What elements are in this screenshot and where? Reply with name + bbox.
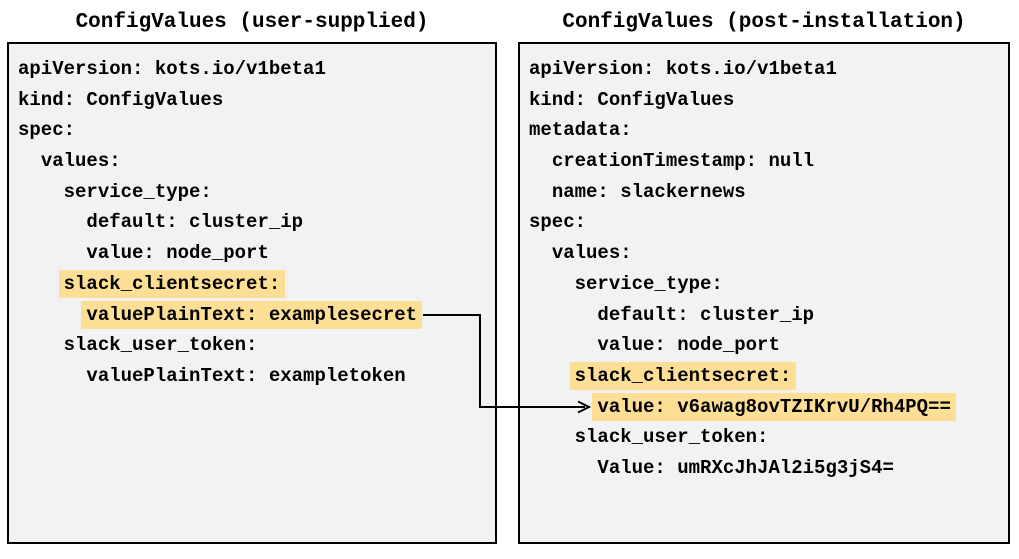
code-line: name: slackernews bbox=[529, 177, 1008, 208]
code-text: values: bbox=[551, 242, 632, 265]
code-line: value: node_port bbox=[18, 238, 495, 269]
code-text: slack_user_token: bbox=[574, 426, 769, 449]
code-text: valuePlainText: exampletoken bbox=[86, 364, 406, 387]
code-line: kind: ConfigValues bbox=[529, 85, 1008, 116]
highlighted-code: slack_clientsecret: bbox=[569, 361, 797, 390]
code-text: spec: bbox=[529, 211, 587, 234]
code-line: apiVersion: kots.io/v1beta1 bbox=[529, 54, 1008, 85]
code-line: creationTimestamp: null bbox=[529, 146, 1008, 177]
code-text: slack_user_token: bbox=[63, 334, 258, 357]
code-text: default: cluster_ip bbox=[597, 303, 815, 326]
highlighted-code: value: v6awag8ovTZIKrvU/Rh4PQ== bbox=[592, 392, 956, 421]
code-line: slack_user_token: bbox=[529, 422, 1008, 453]
user-supplied-config-panel: apiVersion: kots.io/v1beta1 kind: ConfigV… bbox=[7, 42, 497, 544]
code-line: values: bbox=[18, 146, 495, 177]
post-installation-config-panel: apiVersion: kots.io/v1beta1 kind: ConfigV… bbox=[518, 42, 1010, 544]
code-text: default: cluster_ip bbox=[86, 211, 304, 234]
code-line: default: cluster_ip bbox=[18, 207, 495, 238]
code-line: kind: ConfigValues bbox=[18, 85, 495, 116]
code-line: apiVersion: kots.io/v1beta1 bbox=[18, 54, 495, 85]
code-line: value: node_port bbox=[529, 330, 1008, 361]
code-text: kind: ConfigValues bbox=[18, 88, 224, 111]
highlighted-code: valuePlainText: examplesecret bbox=[81, 300, 423, 329]
code-text: apiVersion: kots.io/v1beta1 bbox=[18, 58, 326, 80]
code-text: Value: umRXcJhJAl2i5g3jS4= bbox=[597, 456, 894, 479]
code-line: valuePlainText: exampletoken bbox=[18, 361, 495, 392]
right-panel-title: ConfigValues (post-installation) bbox=[562, 11, 966, 34]
code-line: spec: bbox=[529, 207, 1008, 238]
code-text: spec: bbox=[18, 119, 76, 142]
code-line: slack_clientsecret: bbox=[529, 361, 1008, 392]
code-line: default: cluster_ip bbox=[529, 300, 1008, 331]
code-text: service_type: bbox=[63, 180, 212, 203]
code-line: Value: umRXcJhJAl2i5g3jS4= bbox=[529, 453, 1008, 484]
code-line: service_type: bbox=[529, 269, 1008, 300]
code-text: service_type: bbox=[574, 272, 723, 295]
code-text: name: slackernews bbox=[551, 180, 746, 203]
highlighted-code: slack_clientsecret: bbox=[58, 269, 286, 298]
code-line: slack_user_token: bbox=[18, 330, 495, 361]
code-text: value: node_port bbox=[86, 242, 269, 265]
code-line: slack_clientsecret: bbox=[18, 269, 495, 300]
code-line: values: bbox=[529, 238, 1008, 269]
left-panel-title: ConfigValues (user-supplied) bbox=[75, 11, 429, 34]
code-text: creationTimestamp: null bbox=[551, 150, 815, 173]
code-line: valuePlainText: examplesecret bbox=[18, 300, 495, 331]
code-line: spec: bbox=[18, 115, 495, 146]
code-text: metadata: bbox=[529, 119, 632, 142]
code-text: kind: ConfigValues bbox=[529, 88, 735, 111]
code-text: values: bbox=[40, 150, 121, 173]
code-line: value: v6awag8ovTZIKrvU/Rh4PQ== bbox=[529, 392, 1008, 423]
code-line: service_type: bbox=[18, 177, 495, 208]
code-text: value: node_port bbox=[597, 334, 780, 357]
code-text: apiVersion: kots.io/v1beta1 bbox=[529, 58, 837, 80]
code-line: metadata: bbox=[529, 115, 1008, 146]
